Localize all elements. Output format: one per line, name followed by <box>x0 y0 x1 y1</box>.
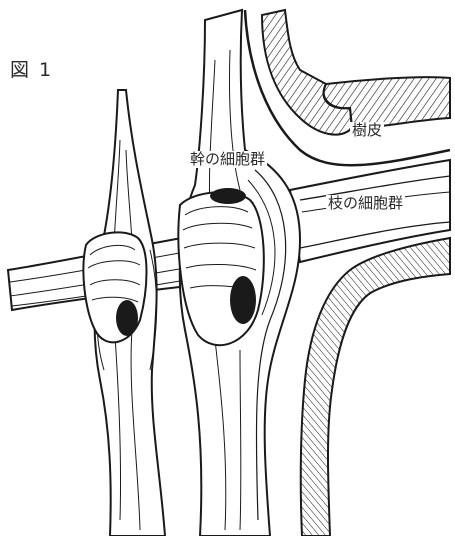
right-cut-hole-upper <box>210 188 246 204</box>
bark-layer-upper <box>245 10 450 165</box>
left-branch-collar <box>83 232 146 342</box>
left-cut-hole <box>116 300 138 336</box>
figure-title: 図 1 <box>8 60 55 81</box>
label-bark: 樹皮 <box>350 122 384 139</box>
right-branch-collar <box>178 188 263 345</box>
right-cut-hole <box>230 276 256 324</box>
label-trunk-cells: 幹の細胞群 <box>188 151 267 168</box>
bark-layer-lower <box>301 238 450 536</box>
label-branch-cells: 枝の細胞群 <box>326 195 405 212</box>
